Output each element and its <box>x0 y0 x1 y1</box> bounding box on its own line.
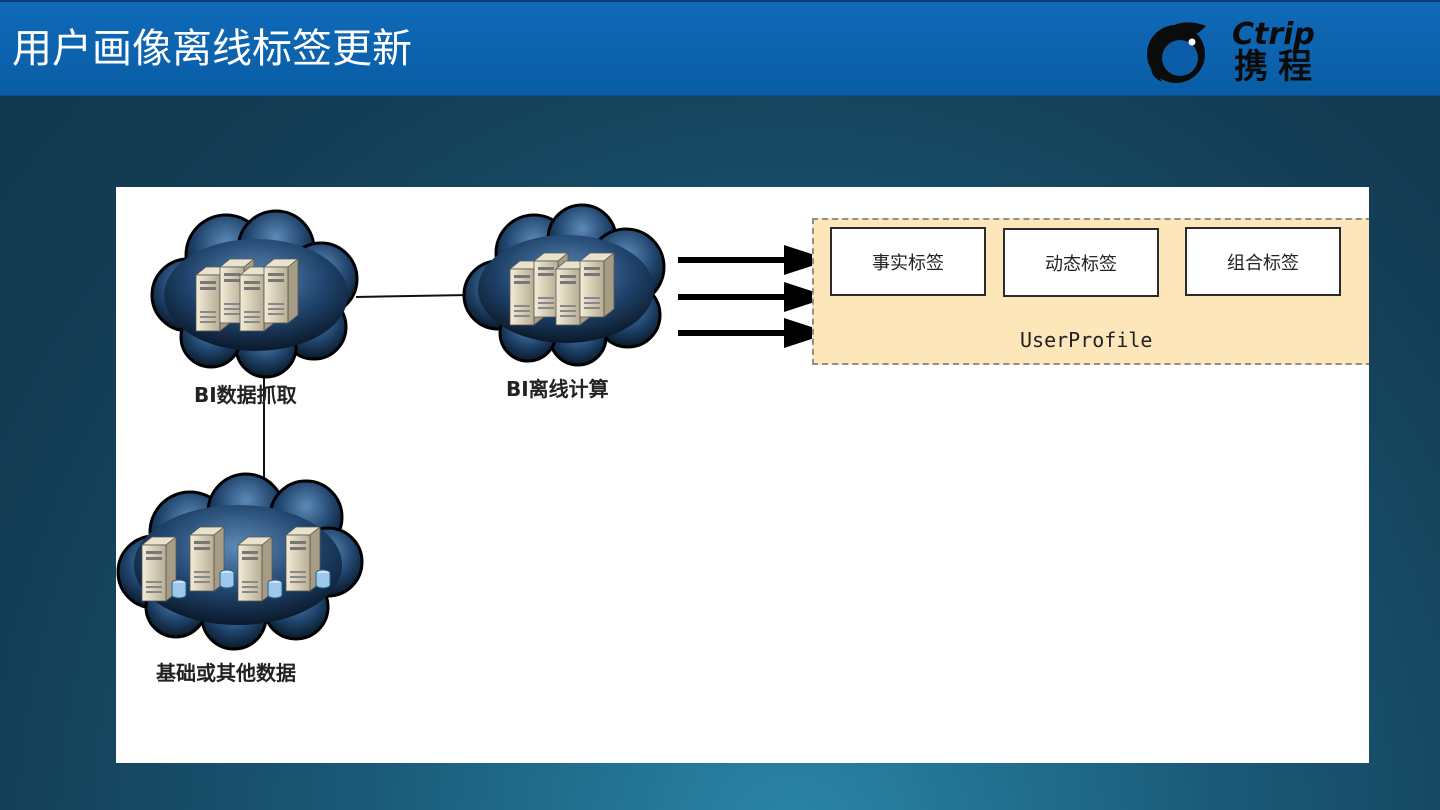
label-bi-fetch: BI数据抓取 <box>194 383 297 407</box>
diagram-canvas: BI数据抓取 BI离线计算 基础或其他数据 事实标签 动态标签 组合标签 Use… <box>116 187 1369 763</box>
label-base-data: 基础或其他数据 <box>156 661 296 685</box>
page-title: 用户画像离线标签更新 <box>12 26 412 72</box>
userprofile-label: UserProfile <box>1020 328 1153 352</box>
label-bi-offline: BI离线计算 <box>506 377 609 401</box>
arrow-head-2 <box>784 282 830 312</box>
header-bar: 用户画像离线标签更新 Ctrip 携程 <box>0 0 1440 96</box>
tag-dynamic: 动态标签 <box>1003 228 1159 297</box>
arrow-head-1 <box>784 245 830 275</box>
ctrip-logo: Ctrip 携程 <box>1147 17 1322 87</box>
arrow-head-3 <box>784 318 830 348</box>
link-fetch-offline <box>355 294 469 298</box>
logo-cjk-text: 携程 <box>1234 47 1322 87</box>
arrows-to-userprofile <box>678 245 830 348</box>
cloud-bi-fetch <box>150 209 359 379</box>
dolphin-icon <box>1147 22 1206 83</box>
tag-fact: 事实标签 <box>830 227 986 296</box>
diagram-svg <box>116 203 830 651</box>
logo-latin-text: Ctrip <box>1232 17 1315 52</box>
tag-combined: 组合标签 <box>1185 227 1341 296</box>
cloud-bi-offline <box>462 203 666 367</box>
cloud-base-data <box>116 472 364 651</box>
